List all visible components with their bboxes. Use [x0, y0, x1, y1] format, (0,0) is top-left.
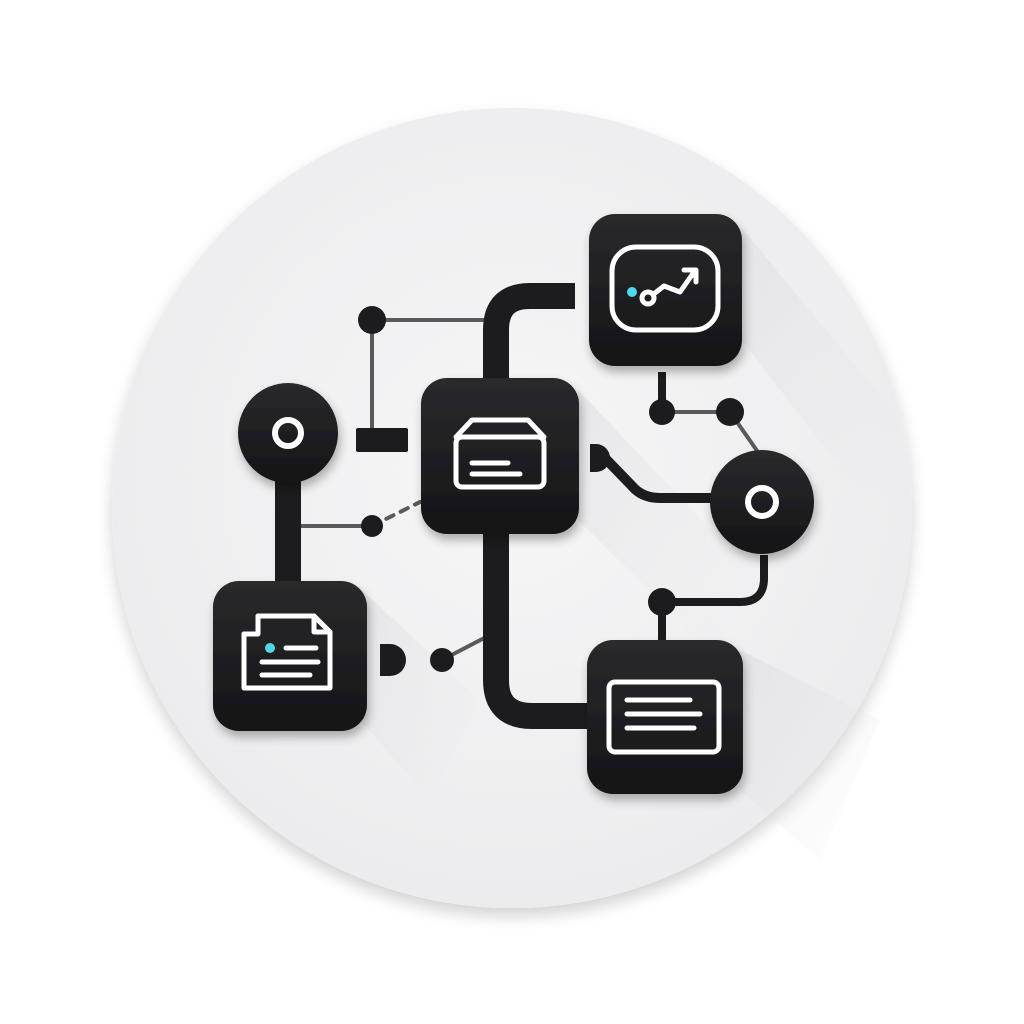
cap-inbox-right [590, 444, 610, 472]
right-round-node [710, 450, 814, 554]
dot-doc-right [430, 648, 454, 672]
connector-dots [356, 306, 744, 676]
dot-left-mid [361, 515, 383, 537]
text-panel-tile [587, 640, 743, 794]
document-icon [241, 613, 333, 691]
inbox-tile [421, 378, 579, 534]
cap-doc-right [380, 644, 406, 676]
accent-dot [627, 287, 637, 297]
trend-chart-icon [609, 244, 721, 333]
inbox-tray-icon [453, 417, 547, 490]
text-panel-icon [606, 679, 722, 755]
ring-icon [272, 417, 304, 449]
accent-dot [265, 643, 275, 653]
ring-icon [745, 485, 779, 519]
dot-top-left [358, 306, 386, 334]
inbox-to-right-node-connector [599, 452, 712, 503]
dot-trend-right [716, 398, 744, 426]
right-node-to-text-panel-connector [662, 555, 768, 606]
trunk-to-trend-connector [483, 283, 575, 380]
cast-shadows [362, 228, 900, 860]
dot-bottom-right [648, 588, 676, 616]
left-round-node [238, 383, 338, 483]
cap-inbox-left [356, 428, 408, 452]
trunk-to-text-panel-connector [483, 530, 590, 729]
document-tile [213, 581, 367, 731]
trend-tile [589, 214, 742, 366]
dot-trend-left [649, 399, 675, 425]
